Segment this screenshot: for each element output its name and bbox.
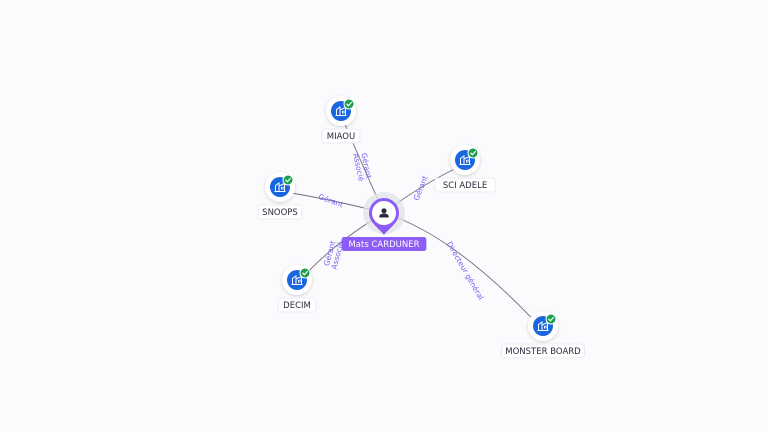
building-icon (335, 106, 347, 116)
verified-badge-icon (282, 174, 294, 186)
company-node-sci-adele[interactable]: SCI ADELE (434, 145, 496, 193)
verified-badge-icon (299, 267, 311, 279)
relation-text: Gérant (317, 192, 344, 209)
company-name: DECIM (283, 301, 311, 311)
verified-badge-icon (545, 313, 557, 325)
company-name: MONSTER BOARD (505, 347, 581, 357)
center-node[interactable]: Mats CARDUNER (341, 192, 427, 251)
company-name-label: MONSTER BOARD (501, 343, 585, 359)
company-node-monster-board[interactable]: MONSTER BOARD (501, 311, 585, 359)
company-name-label: SNOOPS (257, 204, 303, 220)
company-node-miaou[interactable]: MIAOU (321, 96, 361, 144)
edge-monster-board: Directeur général (383, 212, 544, 331)
relation-label: Gérant (317, 192, 344, 209)
verified-badge-icon (467, 147, 479, 159)
person-name: Mats CARDUNER (348, 240, 419, 250)
relation-label: Directeur général (445, 240, 486, 301)
company-name-label: DECIM (277, 297, 317, 313)
company-name-label: MIAOU (321, 128, 361, 144)
center-name-label: Mats CARDUNER (341, 237, 427, 251)
company-name-label: SCI ADELE (434, 177, 496, 193)
relation-text: Directeur général (445, 240, 486, 301)
company-node-decim[interactable]: DECIM (277, 265, 317, 313)
company-name: SCI ADELE (443, 181, 487, 191)
company-name: SNOOPS (262, 208, 298, 218)
company-node-snoops[interactable]: SNOOPS (257, 172, 303, 220)
relation-text: Gérant (412, 174, 430, 201)
verified-badge-icon (343, 98, 355, 110)
relation-label: Gérant (412, 174, 430, 201)
company-name: MIAOU (327, 132, 355, 142)
nodes-layer: MIAOU SCI ADELE SNOOPS DECIM MONSTER BOARD (257, 96, 585, 359)
building-icon (274, 182, 286, 192)
person-icon (379, 208, 389, 218)
